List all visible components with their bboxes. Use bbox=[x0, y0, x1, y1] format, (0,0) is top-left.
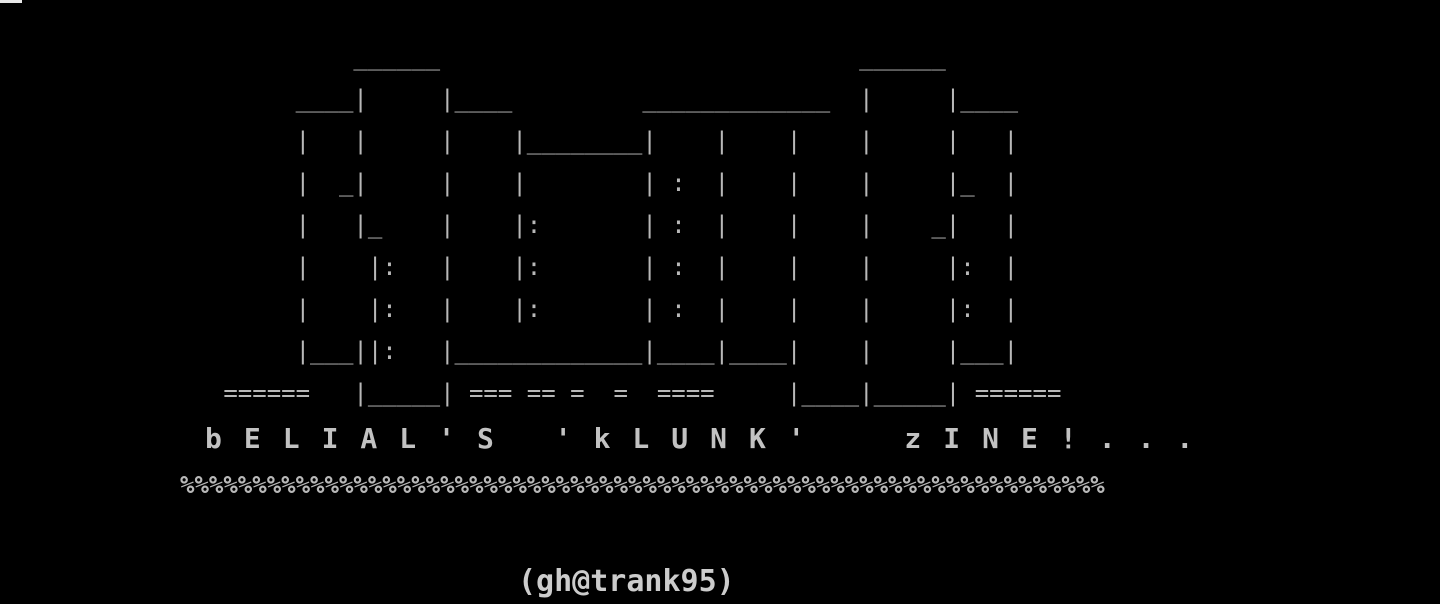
ascii-art-logo: ______ ______ ____| |____ _____________ … bbox=[223, 43, 1062, 407]
cursor-artifact bbox=[0, 0, 22, 3]
signature-text: (gh@trank95) bbox=[518, 564, 735, 599]
zine-title: bELIAL'S 'kLUNK' zINE!... bbox=[205, 422, 1216, 455]
separator-row: %%%%%%%%%%%%%%%%%%%%%%%%%%%%%%%%%%%%%%%%… bbox=[180, 471, 1105, 499]
